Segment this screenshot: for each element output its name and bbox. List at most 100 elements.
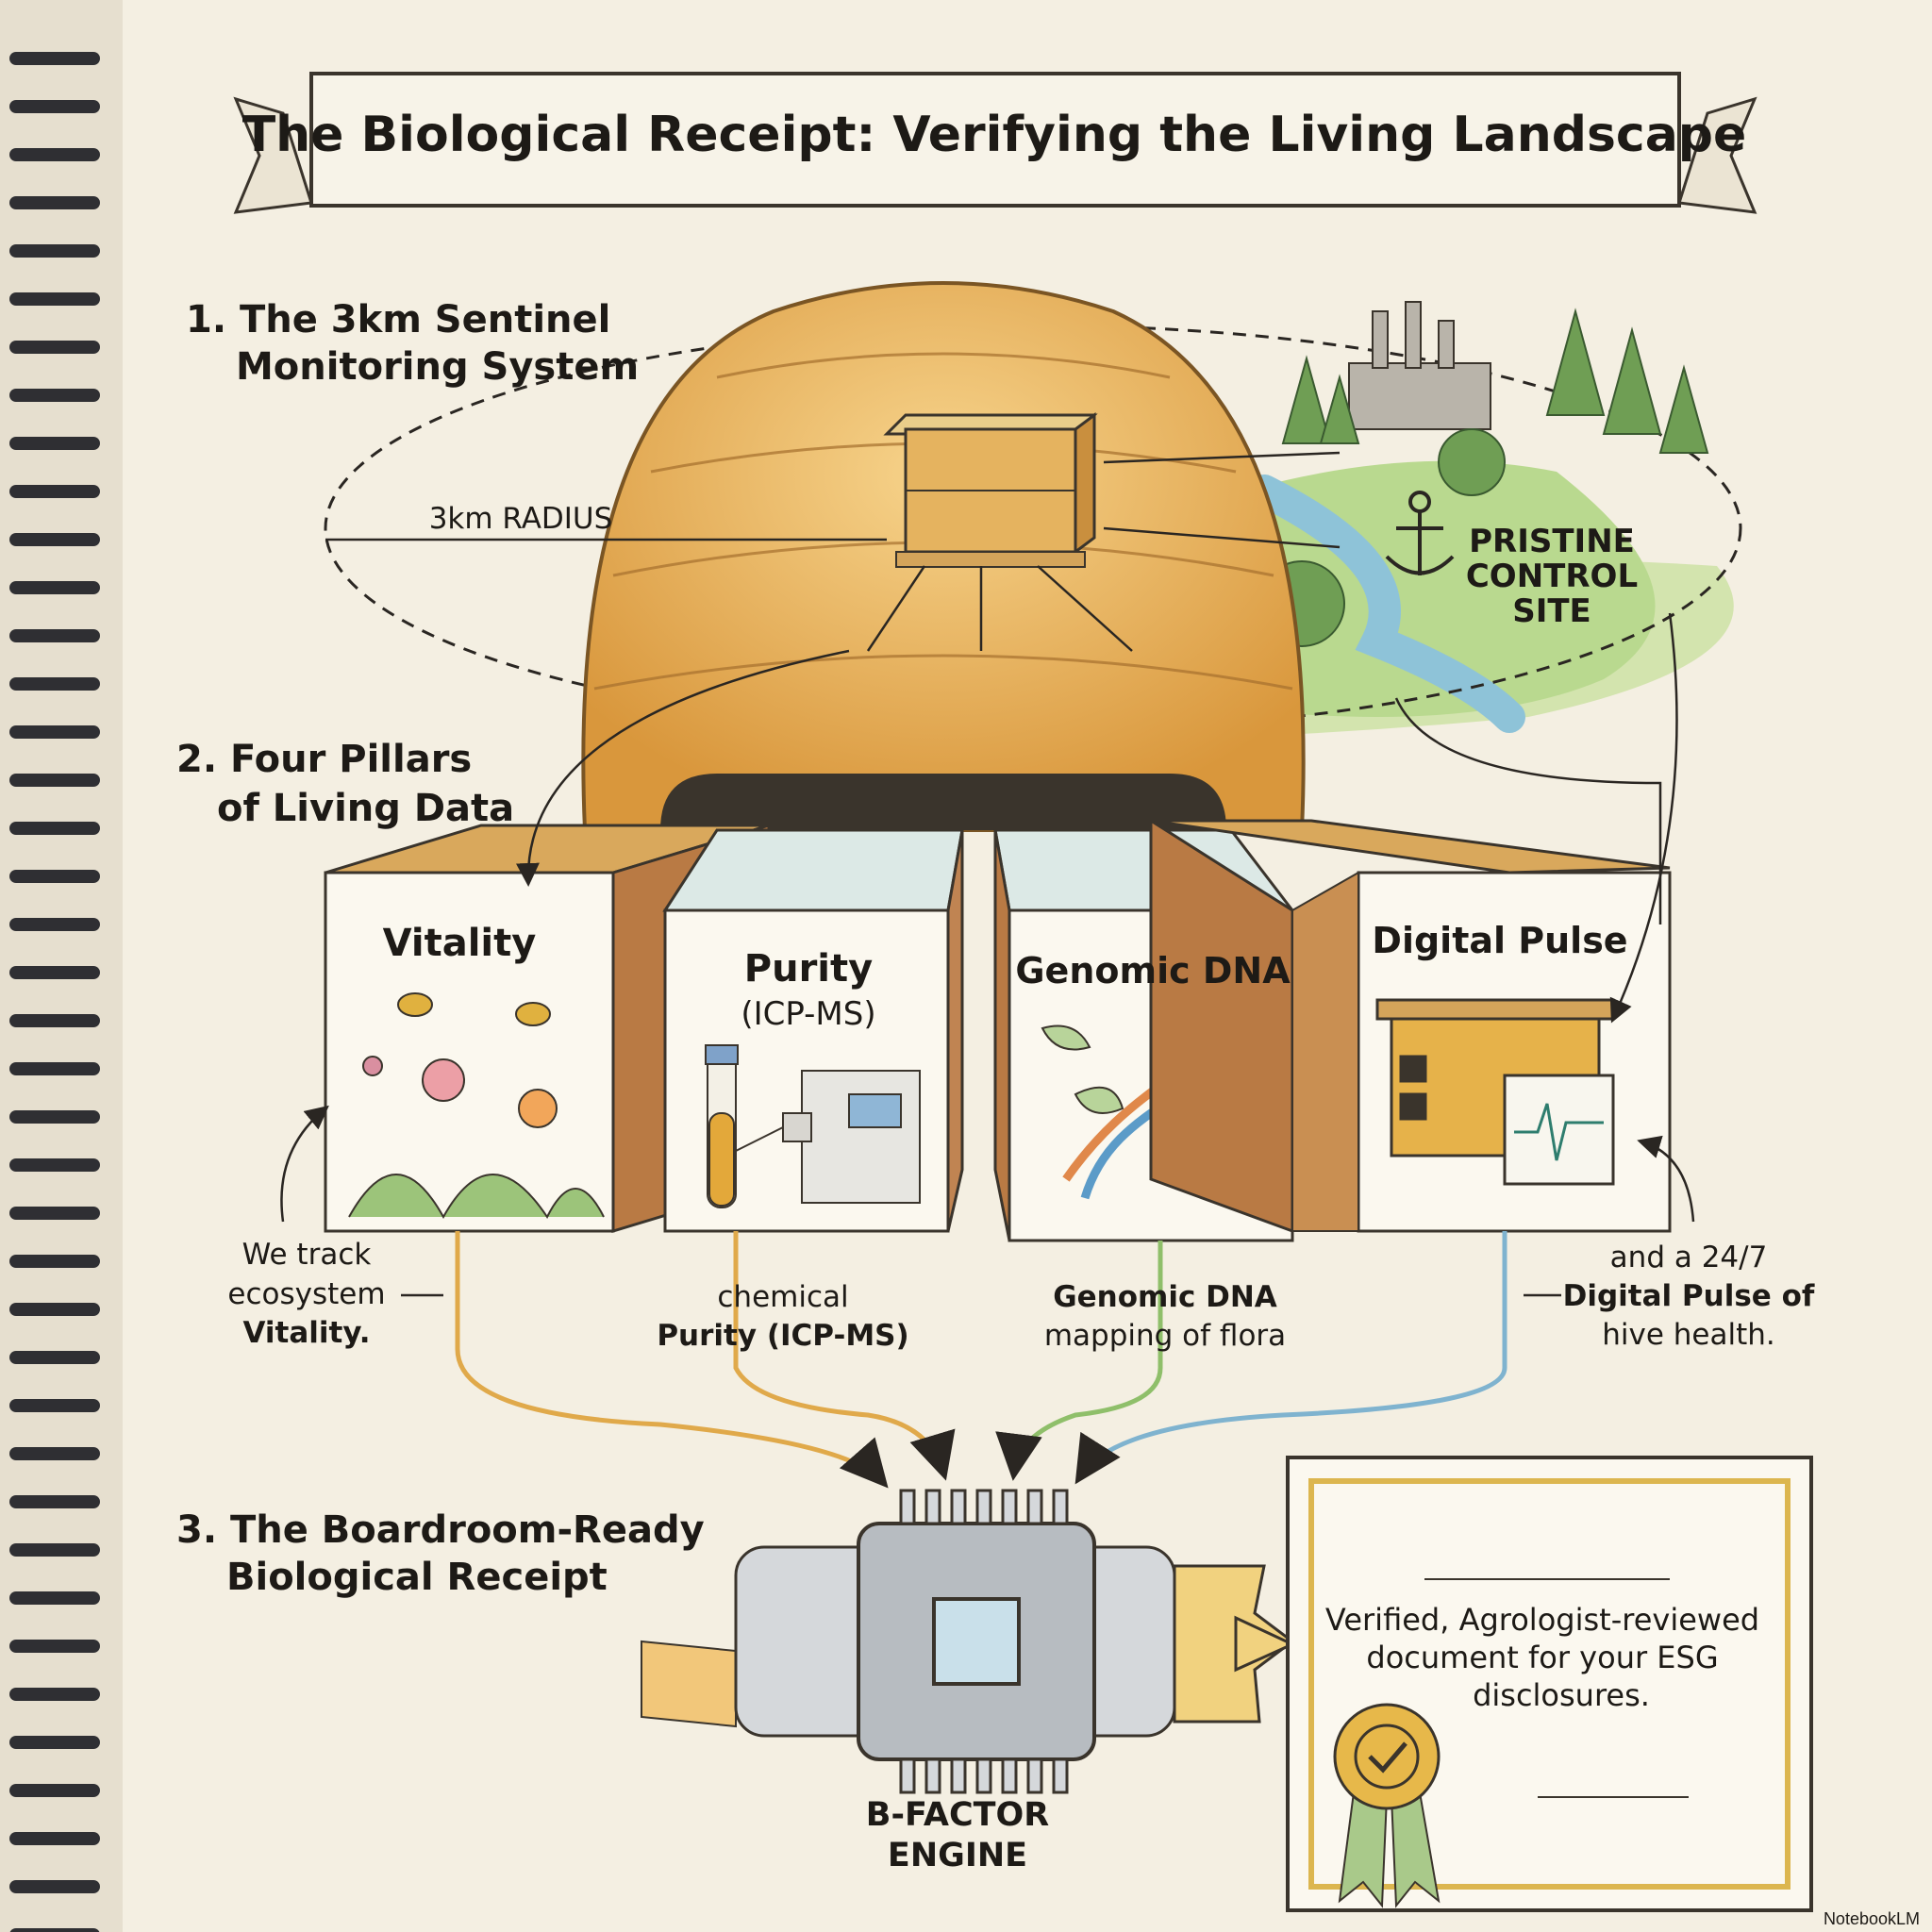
binding-ring: [9, 389, 100, 402]
pillar-purity-title: Purity: [744, 947, 873, 991]
section-1-line-2: Monitoring System: [236, 345, 639, 389]
caption-vitality-line-1: We track: [242, 1238, 372, 1272]
binding-ring: [9, 341, 100, 354]
binding-ring: [9, 1640, 100, 1653]
pillar-vitality-title: Vitality: [383, 922, 537, 965]
binding-ring: [9, 1880, 100, 1893]
certificate: [1286, 1456, 1813, 1912]
engine-label-line-1: B-FACTOR: [866, 1796, 1049, 1834]
data-flow-arrows: [455, 1231, 1507, 1489]
binding-ring: [9, 581, 100, 594]
binding-ring: [9, 1591, 100, 1605]
chip-pin: [1052, 1757, 1069, 1794]
caption-pulse-line-1: and a 24/7: [1610, 1241, 1768, 1274]
spiral-binding: [9, 52, 100, 1932]
page-title: The Biological Receipt: Verifying the Li…: [242, 107, 1747, 163]
chip-pin: [1052, 1489, 1069, 1525]
chip-pin: [975, 1489, 992, 1525]
certificate-text-line-3: disclosures.: [1473, 1677, 1650, 1713]
binding-ring: [9, 100, 100, 113]
binding-ring: [9, 196, 100, 209]
binding-ring: [9, 1351, 100, 1364]
engine-label-line-2: ENGINE: [888, 1837, 1027, 1874]
binding-ring: [9, 1158, 100, 1172]
binding-ring: [9, 725, 100, 739]
pillar-purity-subtitle: (ICP-MS): [741, 995, 875, 1033]
pillar-vitality: [324, 823, 771, 1234]
control-site-line-2: CONTROL: [1466, 558, 1638, 595]
binding-ring: [9, 533, 100, 546]
binding-ring: [9, 870, 100, 883]
pillar-genomic-title: Genomic DNA: [1015, 950, 1291, 991]
section-2-line-2: of Living Data: [217, 787, 514, 830]
binding-ring: [9, 1928, 100, 1932]
control-site-line-1: PRISTINE: [1469, 523, 1635, 560]
certificate-text-line-2: document for your ESG: [1366, 1640, 1718, 1675]
binding-ring: [9, 1495, 100, 1508]
section-2-line-1: 2. Four Pillars: [176, 738, 472, 781]
chip-pin: [924, 1489, 941, 1525]
pillar-digital-pulse-title: Digital Pulse: [1372, 920, 1627, 961]
chip-pin: [975, 1757, 992, 1794]
title-banner: [233, 72, 1757, 214]
caption-vitality-line-3: Vitality.: [242, 1316, 370, 1350]
binding-ring: [9, 52, 100, 65]
section-3-line-1: 3. The Boardroom-Ready: [176, 1508, 705, 1552]
binding-ring: [9, 292, 100, 306]
caption-genomic-line-2: mapping of flora: [1044, 1319, 1286, 1353]
seal-icon: [1333, 1703, 1441, 1908]
b-factor-engine: [641, 1489, 1296, 1794]
binding-ring: [9, 1784, 100, 1797]
chip-pin: [899, 1489, 916, 1525]
chip-pin: [899, 1757, 916, 1794]
pillar-digital-pulse: [1149, 818, 1672, 1234]
control-site-line-3: SITE: [1512, 592, 1591, 630]
radius-lines: [325, 451, 1341, 652]
binding-ring: [9, 918, 100, 931]
caption-pulse-line-2: Digital Pulse of: [1563, 1279, 1815, 1313]
caption-genomic-line-1: Genomic DNA: [1053, 1280, 1277, 1314]
binding-ring: [9, 1688, 100, 1701]
binding-ring: [9, 1736, 100, 1749]
chip-pin: [1001, 1757, 1018, 1794]
binding-ring: [9, 629, 100, 642]
caption-connectors: [280, 612, 1695, 1297]
binding-ring: [9, 1399, 100, 1412]
caption-vitality-line-2: ecosystem: [227, 1277, 385, 1311]
binding-ring: [9, 822, 100, 835]
watermark: NotebookLM: [1824, 1909, 1920, 1928]
chip-pin: [950, 1757, 967, 1794]
anchor-icon: [1385, 491, 1455, 575]
chip-pin: [1026, 1489, 1043, 1525]
certificate-text-line-1: Verified, Agrologist-reviewed: [1325, 1602, 1759, 1638]
binding-ring: [9, 774, 100, 787]
binding-ring: [9, 966, 100, 979]
hive-box-icon: [883, 412, 1098, 568]
binding-ring: [9, 148, 100, 161]
caption-purity-line-1: chemical: [717, 1280, 848, 1314]
caption-purity-line-2: Purity (ICP-MS): [657, 1319, 908, 1353]
radius-label: 3km RADIUS: [429, 502, 613, 536]
binding-ring: [9, 1110, 100, 1124]
binding-ring: [9, 1447, 100, 1460]
section-1-line-1: 1. The 3km Sentinel: [186, 298, 610, 341]
binding-ring: [9, 485, 100, 498]
binding-ring: [9, 1543, 100, 1557]
section-3-line-2: Biological Receipt: [226, 1556, 608, 1599]
chip-pin: [1026, 1757, 1043, 1794]
binding-ring: [9, 437, 100, 450]
binding-ring: [9, 1014, 100, 1027]
binding-ring: [9, 1303, 100, 1316]
caption-pulse-line-3: hive health.: [1602, 1318, 1775, 1352]
binding-ring: [9, 1832, 100, 1845]
binding-ring: [9, 1207, 100, 1220]
pillar-purity: [662, 828, 964, 1233]
chip-pin: [950, 1489, 967, 1525]
binding-ring: [9, 244, 100, 258]
chip-pin: [924, 1757, 941, 1794]
binding-ring: [9, 1255, 100, 1268]
binding-ring: [9, 1062, 100, 1075]
chip-pin: [1001, 1489, 1018, 1525]
